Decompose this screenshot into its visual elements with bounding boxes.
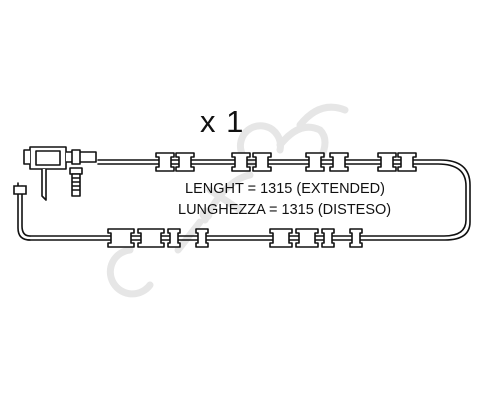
clip	[321, 228, 335, 248]
clip	[175, 152, 195, 172]
clip	[397, 152, 417, 172]
length-spec-italian: LUNGHEZZA = 1315 (DISTESO)	[178, 202, 392, 218]
clip	[13, 185, 27, 195]
clip	[252, 152, 272, 172]
connector	[23, 146, 97, 201]
clip	[231, 152, 251, 172]
clip	[349, 228, 363, 248]
quantity-label: x 1	[200, 104, 245, 139]
clip	[305, 152, 325, 172]
clip	[377, 152, 397, 172]
clip	[295, 228, 319, 248]
clip	[167, 228, 181, 248]
clip	[329, 152, 349, 172]
clip	[155, 152, 175, 172]
clip	[137, 228, 165, 248]
length-spec-english: LENGHT = 1315 (EXTENDED)	[185, 181, 385, 197]
clip	[269, 228, 293, 248]
clip	[107, 228, 135, 248]
clip	[195, 228, 209, 248]
